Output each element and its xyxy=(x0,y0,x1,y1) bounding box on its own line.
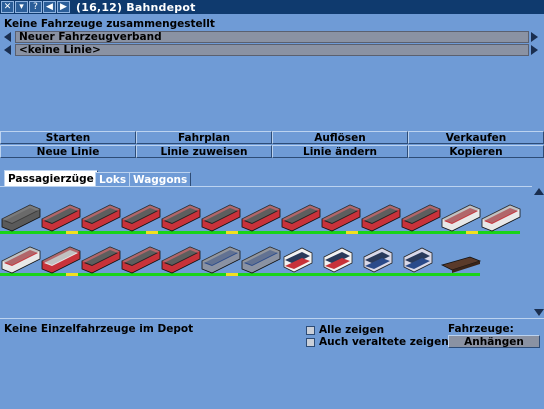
vehicle-1-3[interactable] xyxy=(80,204,121,234)
convoy-selector: Neuer Fahrzeugverband xyxy=(2,31,542,44)
edit-line-button[interactable]: Linie ändern xyxy=(272,145,408,158)
vehicle-2-3[interactable] xyxy=(80,246,121,276)
show-obsolete-box[interactable] xyxy=(306,337,315,347)
vehicle-2-6[interactable] xyxy=(200,246,241,276)
show-all-box[interactable] xyxy=(306,325,315,335)
convoy-next-icon[interactable] xyxy=(531,32,538,42)
vehicle-1-10[interactable] xyxy=(360,204,401,234)
depot-empty-message: Keine Einzelfahrzeuge im Depot xyxy=(4,323,194,335)
vehicle-1-8[interactable] xyxy=(280,204,321,234)
vehicle-tabs: Passagierzüge Loks Waggons xyxy=(0,170,544,186)
title-bar: ✕ ▾ ? ◀ ▶ (16,12) Bahndepot xyxy=(0,0,544,14)
vehicle-2-4[interactable] xyxy=(120,246,161,276)
convoy-prev-icon[interactable] xyxy=(4,32,11,42)
vehicle-grid-canvas xyxy=(0,204,521,276)
close-icon[interactable]: ✕ xyxy=(1,1,14,13)
vehicle-1-12[interactable] xyxy=(440,204,481,234)
help-icon[interactable]: ? xyxy=(29,1,42,13)
tab-passenger-trains[interactable]: Passagierzüge xyxy=(4,170,98,186)
scroll-down-icon[interactable] xyxy=(534,309,544,316)
vehicle-2-8[interactable] xyxy=(280,247,320,276)
prev-icon[interactable]: ◀ xyxy=(43,1,56,13)
collapse-icon[interactable]: ▾ xyxy=(15,1,28,13)
line-next-icon[interactable] xyxy=(531,45,538,55)
dissolve-button[interactable]: Auflösen xyxy=(272,131,408,144)
vehicle-2-12[interactable] xyxy=(440,256,482,276)
start-button[interactable]: Starten xyxy=(0,131,136,144)
schedule-button[interactable]: Fahrplan xyxy=(136,131,272,144)
sell-button[interactable]: Verkaufen xyxy=(408,131,544,144)
next-icon[interactable]: ▶ xyxy=(57,1,70,13)
vehicle-2-10[interactable] xyxy=(360,247,400,276)
vehicle-1-2[interactable] xyxy=(40,204,81,234)
vehicle-2-5[interactable] xyxy=(160,246,201,276)
assign-line-button[interactable]: Linie zuweisen xyxy=(136,145,272,158)
line-name-field[interactable]: <keine Linie> xyxy=(15,44,529,56)
vehicle-1-9[interactable] xyxy=(320,204,361,234)
new-line-button[interactable]: Neue Linie xyxy=(0,145,136,158)
vehicle-1-13[interactable] xyxy=(480,204,521,234)
line-selector: <keine Linie> xyxy=(2,44,542,57)
convoy-name-field[interactable]: Neuer Fahrzeugverband xyxy=(15,31,529,43)
vehicle-2-1[interactable] xyxy=(0,246,41,276)
show-obsolete-checkbox[interactable]: Auch veraltete zeigen xyxy=(306,336,449,348)
show-obsolete-label: Auch veraltete zeigen xyxy=(319,336,449,348)
depot-info-panel: Keine Einzelfahrzeuge im Depot Alle zeig… xyxy=(0,318,544,409)
vehicle-2-9[interactable] xyxy=(320,247,360,276)
vehicle-grid xyxy=(0,186,532,319)
vehicle-1-5[interactable] xyxy=(160,204,201,234)
vehicle-1-7[interactable] xyxy=(240,204,281,234)
append-button[interactable]: Anhängen xyxy=(448,335,540,348)
vehicle-1-1[interactable] xyxy=(0,204,41,234)
window-title: (16,12) Bahndepot xyxy=(76,0,196,14)
show-all-label: Alle zeigen xyxy=(319,324,385,336)
scroll-up-icon[interactable] xyxy=(534,188,544,195)
tab-wagons[interactable]: Waggons xyxy=(129,172,192,186)
copy-button[interactable]: Kopieren xyxy=(408,145,544,158)
vehicle-2-2[interactable] xyxy=(40,246,81,276)
vehicle-2-7[interactable] xyxy=(240,246,281,276)
show-all-checkbox[interactable]: Alle zeigen xyxy=(306,324,384,336)
tab-locomotives[interactable]: Loks xyxy=(95,172,131,186)
vehicle-2-11[interactable] xyxy=(400,247,440,276)
vehicle-1-6[interactable] xyxy=(200,204,241,234)
line-prev-icon[interactable] xyxy=(4,45,11,55)
vehicle-scrollbar[interactable] xyxy=(532,186,544,318)
vehicle-1-4[interactable] xyxy=(120,204,161,234)
vehicle-1-11[interactable] xyxy=(400,204,441,234)
convoy-status: Keine Fahrzeuge zusammengestellt xyxy=(4,18,215,30)
vehicles-label: Fahrzeuge: xyxy=(448,323,514,335)
